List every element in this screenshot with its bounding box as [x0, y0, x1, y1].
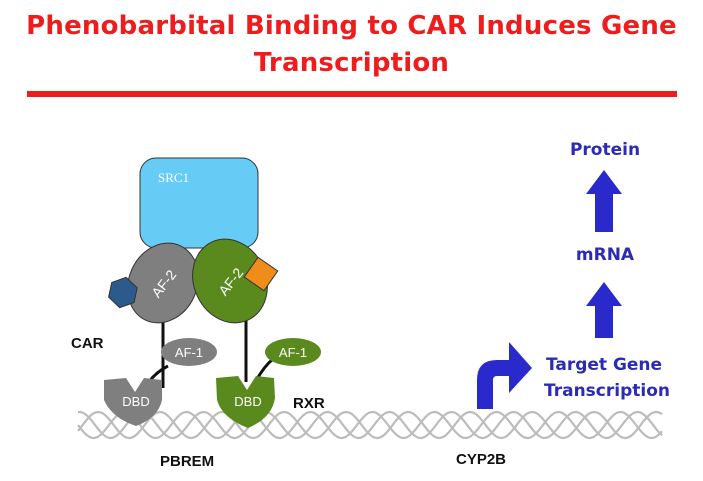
- transcription-start-arrow: [477, 342, 532, 409]
- protein-label: Protein: [570, 140, 640, 160]
- rxr-af1-label: AF-1: [279, 345, 307, 360]
- slide-title-line-2: Transcription: [253, 48, 450, 78]
- dna-strand-2: [77, 410, 663, 440]
- dna-strand-1: [77, 410, 663, 440]
- rxr-af1-domain: [265, 338, 321, 366]
- slide-title-line-1: Phenobarbital Binding to CAR Induces Gen…: [26, 11, 677, 41]
- car-label: CAR: [71, 335, 104, 352]
- car-af1-label: AF-1: [175, 345, 203, 360]
- rxr-ligand-square: [243, 256, 279, 292]
- title-divider: [27, 91, 677, 97]
- transcription-label: Transcription: [544, 381, 670, 401]
- pbrem-label: PBREM: [160, 453, 214, 470]
- rxr-dbd-label: DBD: [234, 394, 261, 409]
- rxr-dbd-domain: [216, 376, 275, 428]
- car-dbd-label: DBD: [122, 394, 149, 409]
- car-af1-domain: [161, 338, 217, 366]
- src1-coactivator: [139, 157, 259, 249]
- car-dbd-domain: [104, 378, 162, 426]
- dna-strand-3: [77, 410, 663, 440]
- transcription-to-mrna-arrow: [586, 282, 622, 338]
- cyp2b-label: CYP2B: [456, 451, 506, 468]
- rxr-label: RXR: [293, 395, 325, 412]
- mrna-label: mRNA: [576, 245, 635, 265]
- mrna-to-protein-arrow: [586, 170, 622, 232]
- target-gene-label: Target Gene: [546, 355, 662, 375]
- src1-label: SRC1: [158, 170, 189, 185]
- car-ligand-hexagon: [108, 276, 138, 309]
- car-af2-domain: [127, 242, 199, 324]
- dna-helix: [77, 410, 663, 440]
